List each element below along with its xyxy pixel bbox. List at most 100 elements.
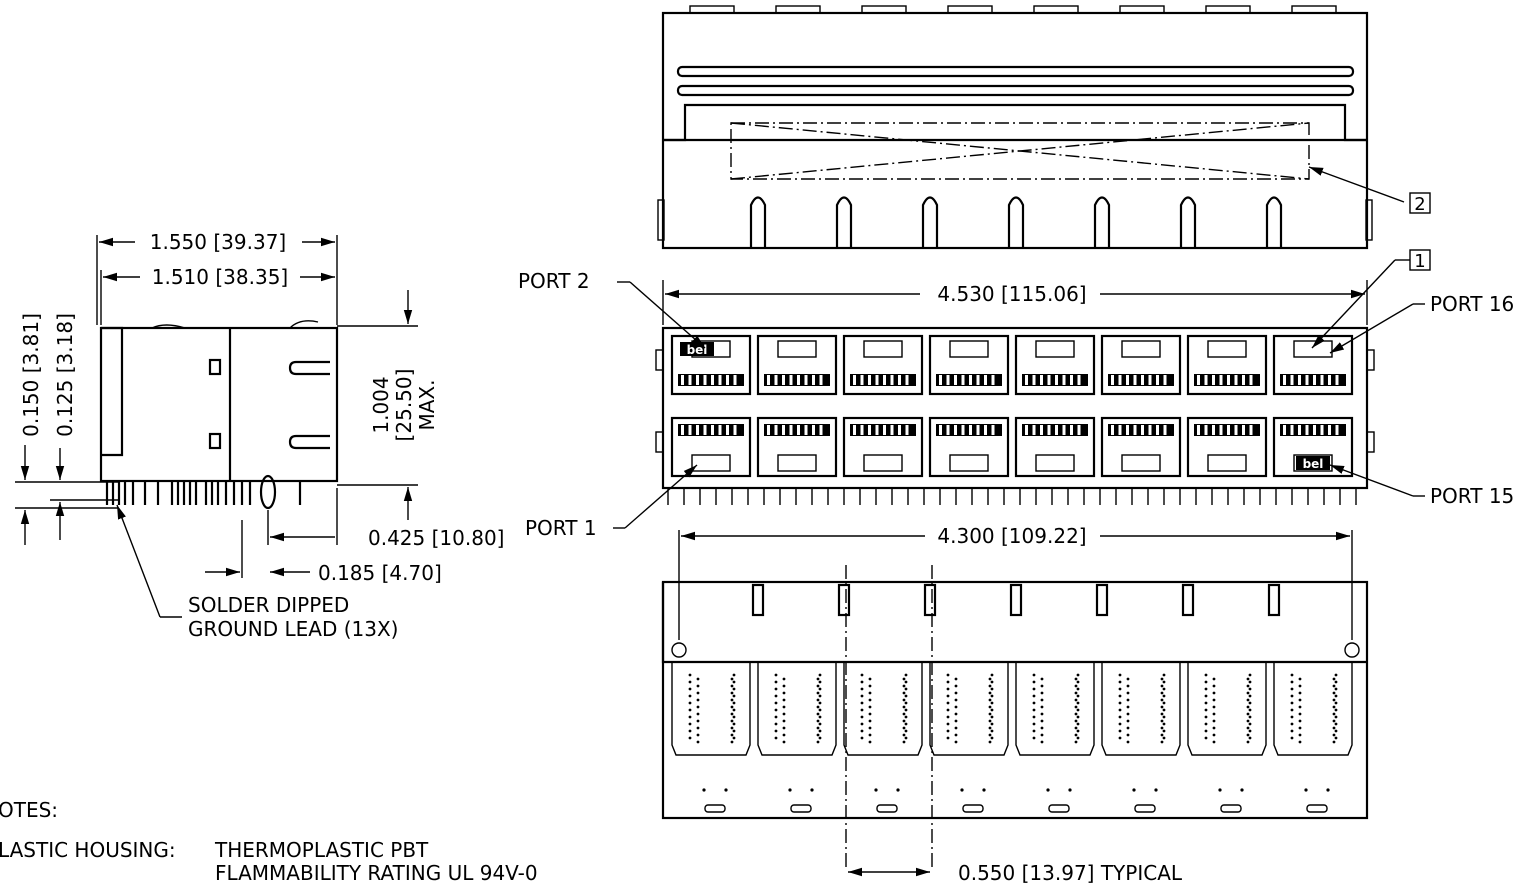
cell-dot: [732, 736, 736, 740]
contact-gap: [681, 375, 684, 385]
contact-gap: [954, 375, 957, 385]
contact-gap: [1133, 425, 1137, 435]
contact-gap: [1335, 375, 1339, 385]
cell-dot: [818, 680, 822, 684]
cell-outline: [1187, 662, 1267, 756]
cell-dot: [946, 701, 950, 705]
cell-dot: [946, 687, 950, 691]
cell-dot: [730, 712, 734, 716]
top-tooth: [1119, 5, 1165, 14]
cell-dot: [1126, 726, 1130, 730]
contact-gap: [1077, 375, 1081, 385]
cell-dot: [1204, 736, 1208, 740]
cell-dot: [990, 673, 994, 677]
contact-gap: [984, 425, 987, 435]
cell-dot: [1040, 691, 1044, 695]
cell-dot: [818, 715, 822, 719]
cell-dot: [688, 708, 692, 712]
cell-dot: [1326, 788, 1330, 792]
top-pin: [1265, 196, 1283, 248]
bottom-pin: [1267, 583, 1281, 617]
contact-gap: [1133, 375, 1137, 385]
port-latch-bottom: [949, 454, 989, 472]
cell-dot: [1212, 726, 1216, 730]
cell-dot: [1160, 684, 1164, 688]
contact-gap: [1148, 375, 1152, 385]
cell-dot: [1160, 677, 1164, 681]
cell-dot: [816, 698, 820, 702]
contact-gap: [789, 425, 793, 435]
top-pin: [921, 196, 939, 248]
contact-gap: [797, 425, 800, 435]
cell-dot: [1118, 715, 1122, 719]
contact-gap: [898, 375, 901, 385]
top-pin: [835, 196, 853, 248]
cell-dot: [818, 701, 822, 705]
cell-dot: [1074, 733, 1078, 737]
bottom-pin: [1181, 583, 1195, 617]
contact-gap: [789, 375, 793, 385]
cell-dot: [1290, 687, 1294, 691]
cell-dot: [860, 680, 864, 684]
cell-dot: [1160, 726, 1164, 730]
cell-dot: [1126, 698, 1130, 702]
cell-dot: [816, 705, 820, 709]
cell-dot: [774, 673, 778, 677]
cell-dot: [816, 677, 820, 681]
cell-dot: [988, 712, 992, 716]
cell-dot: [990, 694, 994, 698]
cell-dot: [1076, 722, 1080, 726]
cell-dot: [1248, 708, 1252, 712]
top-pin: [1093, 196, 1111, 248]
port-latch-top: [777, 340, 817, 358]
contact-gap: [733, 375, 737, 385]
contact-gap: [718, 425, 722, 435]
cell-dot: [1154, 788, 1158, 792]
contact-gap: [875, 375, 879, 385]
cell-dot: [902, 733, 906, 737]
contact-gap: [1328, 375, 1331, 385]
top-tooth: [1291, 5, 1337, 14]
cell-dot: [988, 691, 992, 695]
port-top: [928, 334, 1010, 396]
contact-gap: [1219, 425, 1223, 435]
cell-dot: [1160, 733, 1164, 737]
cell-dot: [732, 715, 736, 719]
cell-dot: [954, 684, 958, 688]
cell-dot: [1246, 698, 1250, 702]
cell-dot: [774, 680, 778, 684]
contact-gap: [804, 425, 808, 435]
port-bottom: [842, 416, 924, 478]
cell-dot: [810, 788, 814, 792]
contact-gap: [1118, 425, 1122, 435]
cell-dot: [988, 684, 992, 688]
cell-dot: [818, 736, 822, 740]
cell-dot: [904, 708, 908, 712]
contact-gap: [733, 425, 737, 435]
cell-dot: [816, 740, 820, 744]
cell-dot: [1290, 673, 1294, 677]
contact-gap: [875, 425, 879, 435]
cell-dot: [1248, 729, 1252, 733]
port-bottom: [670, 416, 752, 478]
cell-dot: [688, 694, 692, 698]
cell-dot: [1126, 719, 1130, 723]
cell-dot: [1076, 729, 1080, 733]
cell-dot: [1040, 698, 1044, 702]
cell-dot: [732, 694, 736, 698]
contact-gap: [1212, 425, 1215, 435]
side-ground-peg: [259, 474, 277, 510]
cell-dot: [1248, 701, 1252, 705]
cell-dot: [1160, 691, 1164, 695]
contact-gap: [860, 375, 864, 385]
contact-gap: [1156, 375, 1159, 385]
cell-dot: [696, 684, 700, 688]
cell-dot: [1126, 733, 1130, 737]
cell-dot: [816, 719, 820, 723]
cell-dot: [1126, 712, 1130, 716]
contact-gap: [782, 375, 785, 385]
contact-gap: [1298, 375, 1301, 385]
contact-gap: [1313, 375, 1316, 385]
